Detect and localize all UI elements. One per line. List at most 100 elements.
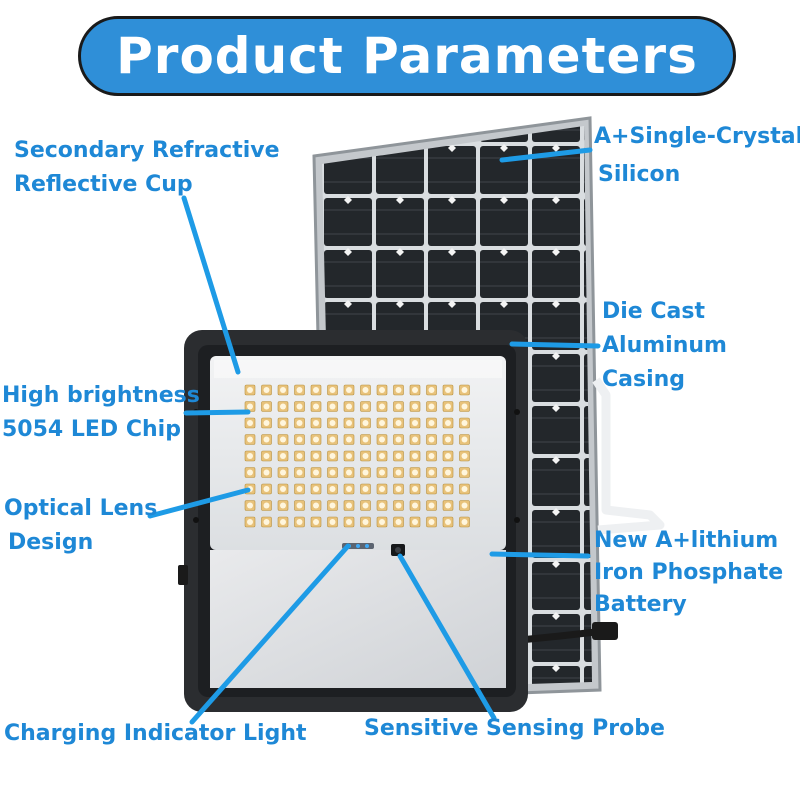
led-chip-core: [346, 469, 352, 476]
led-chip-core: [346, 453, 352, 459]
led-chip-core: [362, 502, 369, 509]
leader-battery: [489, 551, 591, 559]
led-chip-core: [296, 420, 303, 426]
led-chip-core: [263, 420, 270, 426]
label-optical-lens: Optical Lens Design: [4, 496, 158, 555]
led-chip-core: [412, 519, 418, 525]
led-chip-core: [313, 436, 319, 443]
led-chip-core: [329, 403, 336, 410]
led-chip-core: [428, 387, 435, 393]
led-chip-core: [263, 436, 270, 443]
led-chip-core: [296, 519, 303, 525]
leader-die-cast: [509, 341, 601, 349]
led-chip-core: [313, 486, 319, 492]
led-chip-core: [428, 469, 435, 476]
led-chip-core: [445, 403, 451, 410]
led-chip-core: [362, 453, 369, 459]
led-chip-core: [247, 469, 253, 476]
led-chip-core: [313, 403, 319, 410]
label-single-crystal: A+Single-Crystal Silicon: [594, 124, 800, 187]
led-chip-core: [412, 403, 418, 410]
led-chip-core: [329, 502, 336, 509]
led-chip-core: [362, 469, 369, 476]
label-reflective-cup: Secondary Refractive Reflective Cup: [14, 138, 280, 197]
led-chip-core: [428, 453, 435, 459]
led-chip-core: [280, 469, 286, 476]
led-chip-core: [362, 420, 369, 426]
led-chip-core: [313, 502, 319, 509]
led-chip-core: [461, 469, 468, 476]
led-chip-core: [412, 486, 418, 492]
leader-sensing-probe: [397, 553, 497, 721]
led-chip-core: [329, 436, 336, 443]
led-chip-core: [263, 519, 270, 525]
led-chip-core: [461, 486, 468, 492]
led-chip-core: [362, 403, 369, 410]
led-chip-core: [395, 387, 402, 393]
led-chip-core: [247, 420, 253, 426]
led-chip-core: [313, 387, 319, 393]
led-chip-core: [428, 420, 435, 426]
led-chip-core: [313, 469, 319, 476]
led-chip-core: [412, 436, 418, 443]
led-chip-core: [412, 502, 418, 509]
led-chip-core: [379, 453, 385, 459]
led-chip-core: [296, 486, 303, 492]
leader-lines: [147, 147, 601, 725]
led-chip-core: [296, 436, 303, 443]
led-chip-core: [313, 519, 319, 525]
led-chip-core: [296, 387, 303, 393]
label-charging-indicator: Charging Indicator Light: [4, 721, 307, 746]
led-chip-core: [428, 436, 435, 443]
led-chip-core: [263, 403, 270, 410]
led-chip-core: [329, 486, 336, 492]
led-chip-core: [445, 486, 451, 492]
led-chip-core: [395, 453, 402, 459]
led-chip-core: [247, 387, 253, 393]
leader-optical-lens: [147, 487, 251, 519]
led-chip-core: [395, 420, 402, 426]
led-chip-core: [445, 436, 451, 443]
led-chip-core: [412, 453, 418, 459]
led-chip-core: [346, 519, 352, 525]
led-chip-core: [461, 387, 468, 393]
led-chip-core: [412, 420, 418, 426]
led-chip-core: [280, 420, 286, 426]
leader-reflective-cup: [181, 195, 241, 375]
led-chip-core: [280, 403, 286, 410]
led-chip-core: [428, 403, 435, 410]
led-chip-core: [379, 469, 385, 476]
leader-led-chip: [183, 409, 251, 416]
led-chip-core: [280, 519, 286, 525]
led-chip-core: [346, 387, 352, 393]
led-chip-core: [428, 502, 435, 509]
led-chip-core: [329, 453, 336, 459]
led-chip-core: [247, 453, 253, 459]
led-chip-core: [461, 403, 468, 410]
led-chip-core: [379, 403, 385, 410]
led-chip-core: [346, 486, 352, 492]
led-chip-core: [412, 387, 418, 393]
led-chip-core: [346, 420, 352, 426]
label-led-chip: High brightness 5054 LED Chip: [2, 383, 200, 442]
led-chip-core: [461, 519, 468, 525]
led-chip-core: [329, 420, 336, 426]
led-chip-core: [263, 387, 270, 393]
leader-charging-indicator: [189, 543, 351, 725]
led-chip-core: [280, 387, 286, 393]
led-chip-core: [280, 502, 286, 509]
led-chip-core: [395, 436, 402, 443]
led-chip-core: [379, 387, 385, 393]
led-chip-core: [379, 519, 385, 525]
floodlight: [178, 330, 528, 712]
led-chip-core: [296, 469, 303, 476]
led-chip-core: [379, 502, 385, 509]
led-chip-core: [263, 486, 270, 492]
led-chip-core: [395, 469, 402, 476]
led-chip-core: [296, 403, 303, 410]
led-chip-core: [296, 502, 303, 509]
led-chip-core: [247, 519, 253, 525]
led-chip-core: [362, 436, 369, 443]
led-chip-core: [247, 502, 253, 509]
label-sensing-probe: Sensitive Sensing Probe: [364, 716, 665, 741]
